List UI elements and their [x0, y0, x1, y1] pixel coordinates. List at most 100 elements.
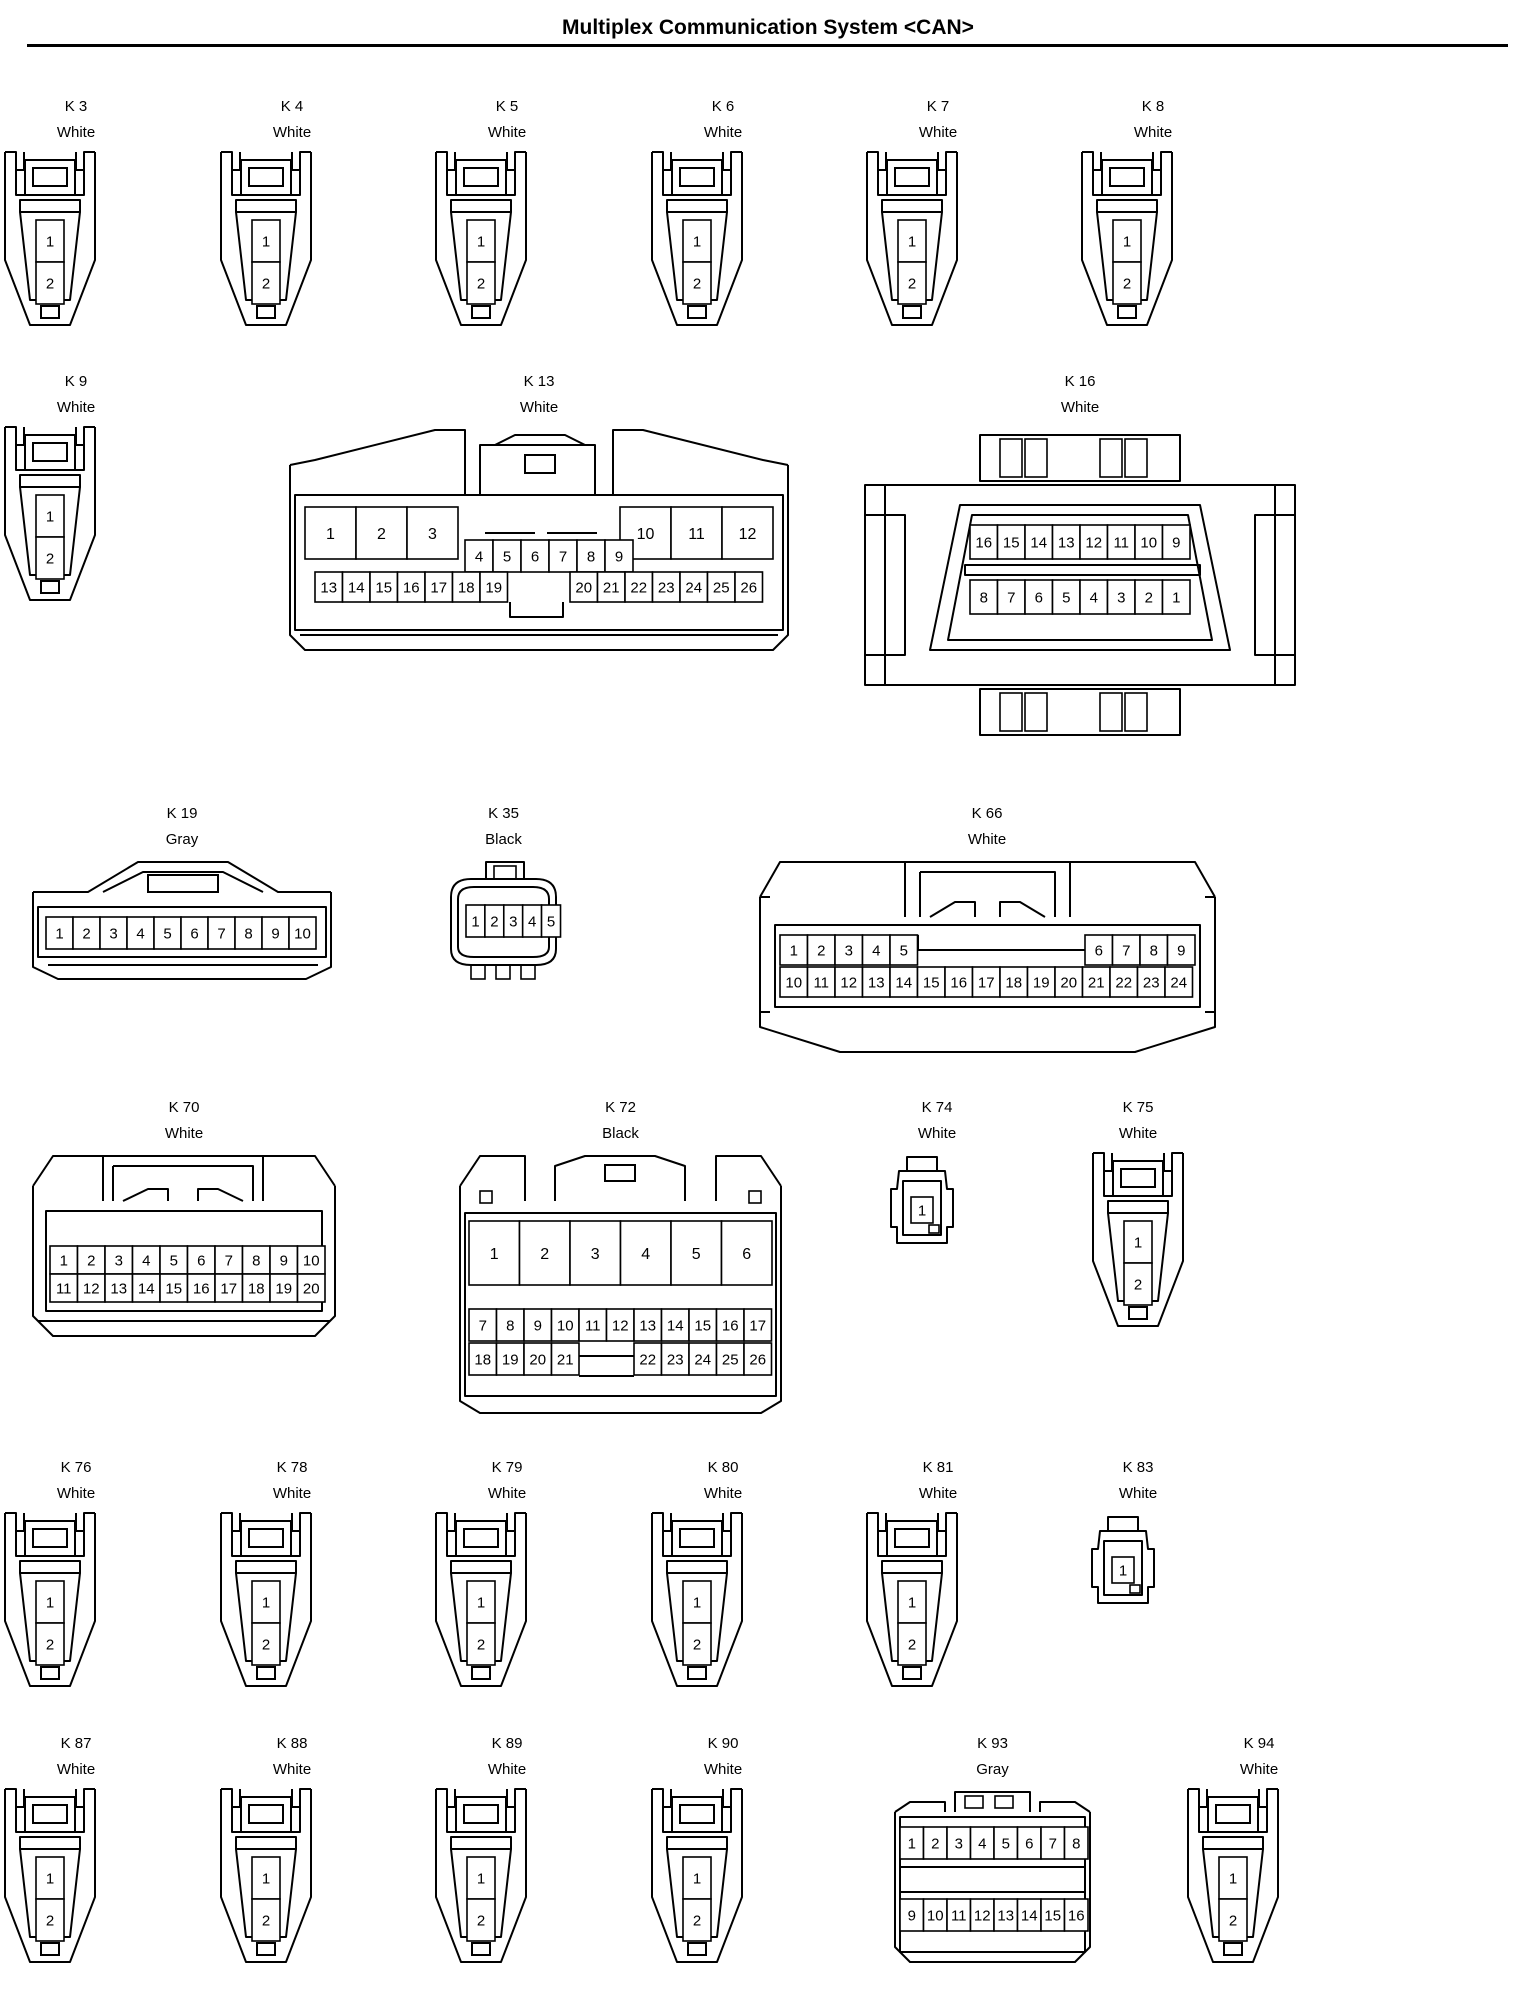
pin-cell: 26	[734, 571, 764, 603]
pin-cavity	[186, 1273, 216, 1303]
lock-tab	[902, 305, 922, 319]
pin-cell: 13	[861, 966, 891, 998]
pin-number: 15	[923, 974, 940, 991]
pin-cavity	[969, 524, 999, 560]
connector-outline	[1107, 1200, 1169, 1214]
pin-cell: 1	[466, 1856, 496, 1900]
pin-number: 19	[1033, 974, 1050, 991]
connector-outline	[760, 896, 1215, 1013]
pin-cell: 2	[466, 1622, 496, 1666]
page-title: Multiplex Communication System <CAN>	[562, 16, 974, 39]
pin-cavity	[1139, 934, 1169, 966]
pin-number: 6	[1095, 942, 1103, 959]
connector-outline	[220, 152, 312, 326]
pin-number: 9	[908, 1907, 916, 1924]
pin-cell: 11	[578, 1308, 608, 1342]
connector-outline	[240, 159, 292, 195]
pin-cell: 2	[35, 1622, 65, 1666]
latch-window	[248, 1804, 284, 1824]
pin-cell: 9	[899, 1898, 925, 1932]
pin-number: 8	[244, 925, 252, 942]
pin-cavity	[1063, 1826, 1089, 1860]
pin-cell: 2	[806, 934, 836, 966]
connector-id: K 5	[495, 98, 519, 115]
lock-tab	[471, 305, 491, 319]
latch-clip	[1099, 692, 1123, 732]
pin-cell: 15	[996, 524, 1026, 560]
pin-number: 16	[950, 974, 967, 991]
pin-cavity	[969, 579, 999, 615]
connector-outline	[866, 152, 958, 326]
pin-cell: 1	[682, 1856, 712, 1900]
pin-cell: 3	[104, 1245, 134, 1275]
pin-cell: 5	[492, 539, 522, 573]
pin-number: 4	[475, 548, 483, 565]
connector-id: K 19	[166, 805, 198, 822]
pin-number: 12	[612, 1317, 629, 1334]
connector-outline	[1188, 1788, 1278, 1833]
pin-cell: 2	[35, 261, 65, 305]
pin-cell: 19	[269, 1273, 299, 1303]
pin-cavity	[1024, 579, 1054, 615]
connector-outline	[450, 1560, 512, 1574]
pin-number: 6	[1035, 589, 1043, 606]
pin-number: 15	[1044, 1907, 1061, 1924]
pin-cell: 11	[670, 506, 723, 560]
connector-id: K 35	[488, 805, 519, 822]
connector-outline	[450, 878, 557, 966]
title-divider	[27, 44, 1508, 47]
pin-number: 17	[220, 1280, 237, 1297]
pin-number: 9	[534, 1317, 542, 1334]
pin-number: 2	[46, 550, 54, 567]
pin-cavity	[682, 1856, 712, 1900]
pin-cavity	[1136, 966, 1166, 998]
lock-tab	[748, 1190, 762, 1204]
pin-cell: 1	[466, 1580, 496, 1624]
connector-outline	[509, 602, 564, 618]
pin-number: 7	[1122, 942, 1130, 959]
pin-cell: 24	[688, 1342, 718, 1376]
pin-number: 2	[1229, 1912, 1237, 1929]
connector-outline	[1207, 1796, 1259, 1832]
connector-id: K 94	[1243, 1735, 1275, 1752]
connector-drawing: 12	[4, 1788, 96, 1963]
pin-number: 14	[1030, 534, 1047, 551]
pin-number: 1	[262, 1594, 270, 1611]
pin-cell: 12	[1079, 524, 1109, 560]
pin-cell: 9	[1161, 524, 1191, 560]
pin-number: 22	[630, 579, 647, 596]
pin-number: 1	[1229, 1870, 1237, 1887]
pin-number: 14	[138, 1280, 155, 1297]
connector-outline	[235, 1836, 297, 1850]
latch-window	[604, 1164, 636, 1182]
pin-cavity	[660, 1308, 690, 1342]
pin-number: 8	[506, 1317, 514, 1334]
connector-outline	[19, 474, 81, 488]
pin-number: 1	[60, 1252, 68, 1269]
connector-color: White	[703, 1761, 743, 1778]
pin-cell: 1	[779, 934, 809, 966]
pin-number: 1	[693, 1594, 701, 1611]
pin-cell: 16	[1063, 1898, 1089, 1932]
pin-number: 1	[790, 942, 798, 959]
connector-outline	[919, 871, 1056, 917]
pin-cavity	[251, 1898, 281, 1942]
connector-outline	[671, 1520, 723, 1556]
pin-cell: 7	[468, 1308, 498, 1342]
pin-number: 6	[190, 925, 198, 942]
connector-outline	[5, 1788, 95, 1833]
pin-number: 4	[872, 942, 880, 959]
pin-cavity	[734, 571, 764, 603]
pin-number: 8	[1150, 942, 1158, 959]
pin-cell: 1	[35, 494, 65, 538]
pin-number: 14	[667, 1317, 684, 1334]
connector-outline	[4, 152, 96, 326]
pin-number: 11	[951, 1907, 967, 1924]
pin-cell: 13	[1051, 524, 1081, 560]
pin-cell: 1	[1123, 1220, 1153, 1264]
connector-drawing: 12	[4, 426, 96, 601]
pin-number: 1	[918, 1202, 926, 1219]
connector-outline	[1202, 1836, 1264, 1850]
